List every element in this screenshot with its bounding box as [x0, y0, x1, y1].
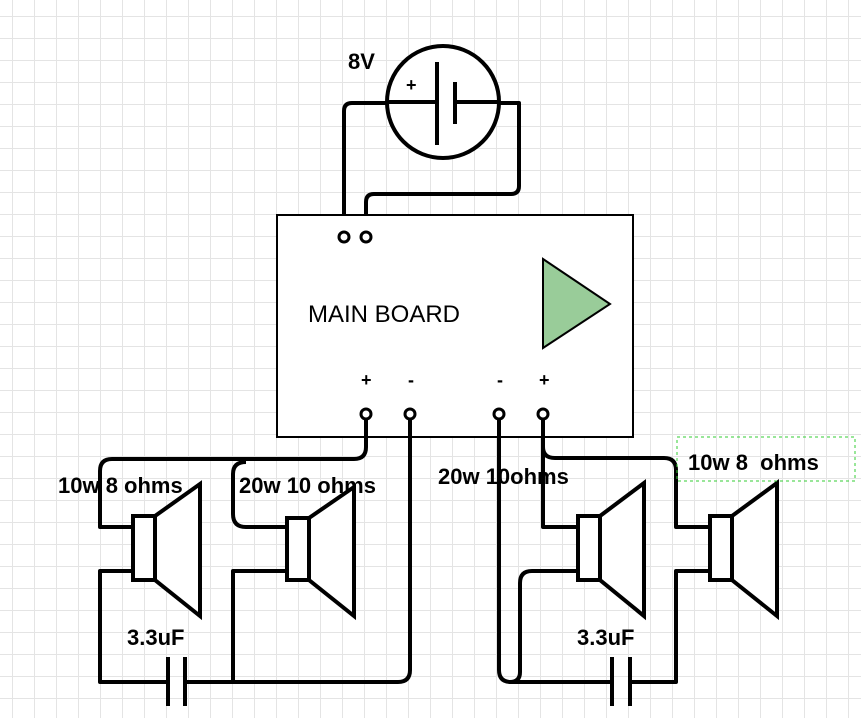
right-speaker1-return-wire[interactable] — [509, 569, 578, 684]
battery-symbol[interactable]: + — [385, 44, 501, 160]
power-terminal-positive[interactable] — [337, 230, 351, 244]
left-speaker-2-icon[interactable] — [285, 483, 356, 621]
main-board[interactable]: MAIN BOARD + - - + — [276, 214, 634, 438]
power-wire-positive[interactable] — [342, 101, 387, 236]
left-speaker2-return-wire[interactable] — [185, 569, 287, 684]
speaker-cone — [598, 479, 646, 621]
right-speaker-1-label: 20w 10ohms — [438, 464, 569, 489]
speaker-magnet — [708, 514, 734, 582]
left-out-negative-terminal[interactable] — [403, 407, 417, 421]
speaker-magnet — [576, 514, 602, 582]
power-terminal-negative[interactable] — [359, 230, 373, 244]
left-positive-wire-speaker1[interactable] — [98, 419, 368, 529]
left-capacitor-label: 3.3uF — [127, 625, 184, 650]
speaker-cone — [730, 479, 779, 621]
right-speaker-2-label[interactable]: 10w 8 ohms — [688, 450, 819, 475]
battery-plus-sign: + — [406, 75, 417, 95]
right-capacitor-label: 3.3uF — [577, 625, 634, 650]
right-minus-label: - — [497, 370, 503, 390]
left-speaker-2-label: 20w 10 ohms — [239, 473, 376, 498]
left-minus-label: - — [408, 370, 414, 390]
left-capacitor[interactable] — [166, 657, 187, 706]
speaker-cone — [153, 480, 202, 621]
main-board-title: MAIN BOARD — [308, 301, 460, 328]
right-out-negative-terminal[interactable] — [492, 407, 506, 421]
right-speaker-2-icon[interactable] — [708, 479, 779, 621]
right-capacitor[interactable] — [610, 657, 632, 706]
left-plus-label: + — [361, 370, 372, 390]
left-speaker-1-label: 10w 8 ohms — [58, 473, 183, 498]
right-speaker-1-icon[interactable] — [576, 479, 646, 621]
amplifier-triangle-icon — [542, 257, 612, 350]
left-positive-wire-speaker2[interactable] — [231, 460, 287, 529]
battery-voltage-label: 8V — [348, 49, 375, 74]
right-positive-wire-speaker1[interactable] — [541, 440, 578, 529]
speaker-magnet — [131, 514, 157, 582]
left-out-positive-terminal[interactable] — [359, 407, 373, 421]
left-speaker-1-icon[interactable] — [131, 480, 202, 621]
speaker-magnet — [285, 516, 311, 582]
right-plus-label: + — [539, 370, 550, 390]
speaker-cone — [307, 483, 356, 621]
left-negative-wire[interactable] — [233, 419, 412, 684]
left-speaker1-return-wire[interactable] — [98, 569, 167, 684]
right-out-positive-terminal[interactable] — [536, 407, 550, 421]
power-wire-negative[interactable] — [364, 101, 521, 236]
selection-box[interactable] — [676, 436, 856, 482]
right-speaker2-return-wire[interactable] — [630, 569, 710, 684]
